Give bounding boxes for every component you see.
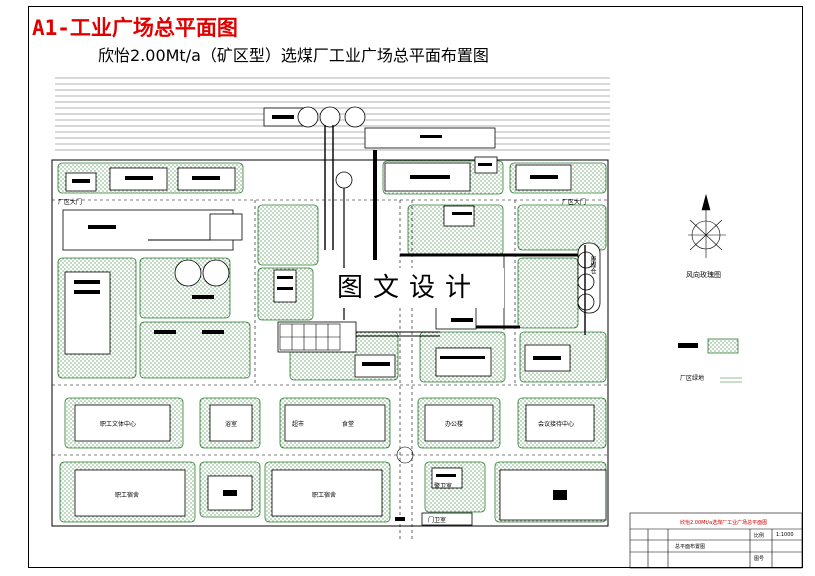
label-main-gate-left: 厂区大门 — [58, 199, 83, 206]
legend-green-area: 厂区绿地 — [680, 375, 705, 382]
label-dormitory-left: 职工宿舍 — [115, 492, 140, 499]
label-main-gate-right: 厂区大门 — [562, 199, 587, 206]
title-block-drawing: 总平面布置图 — [675, 544, 706, 550]
title-block-label-a: 比例 — [754, 533, 765, 539]
title-block-label-b: 图号 — [754, 556, 765, 562]
green-areas — [57, 160, 739, 523]
title-block-project: 欣怡2.00Mt/a选煤厂工业广场总平面图 — [680, 520, 768, 526]
building-label-bars — [72, 115, 698, 521]
drawing-title: A1-工业广场总平面图 — [32, 16, 238, 40]
silos — [174, 106, 595, 311]
roads — [52, 199, 742, 540]
label-guard-room: 警卫室 — [434, 483, 453, 490]
label-supermarket: 超市 — [292, 421, 305, 428]
site-boundary — [51, 159, 609, 527]
title-block — [629, 512, 803, 569]
label-dormitory-right: 职工宿舍 — [312, 492, 337, 499]
drawing-subtitle: 欣怡2.00Mt/a（矿区型）选煤厂工业广场总平面布置图 — [98, 46, 489, 65]
label-office-building: 办公楼 — [445, 421, 464, 428]
process-building-grid — [279, 323, 341, 351]
watermark-text: 图文设计 — [314, 268, 504, 308]
conveyors — [148, 125, 586, 337]
label-coal-yard: 原煤仓 — [589, 256, 596, 274]
wind-rose — [688, 193, 726, 258]
wind-rose-label: 风向玫瑰图 — [686, 271, 721, 279]
label-canteen: 食堂 — [342, 421, 355, 428]
label-gate-house: 门卫室 — [428, 517, 447, 524]
title-block-scale: 1:1000 — [776, 532, 794, 538]
label-conference-center: 会议接待中心 — [538, 421, 575, 428]
drawing-frame — [28, 6, 803, 568]
label-bathhouse: 浴室 — [225, 421, 238, 428]
label-staff-culture-center: 职工文体中心 — [100, 421, 137, 428]
